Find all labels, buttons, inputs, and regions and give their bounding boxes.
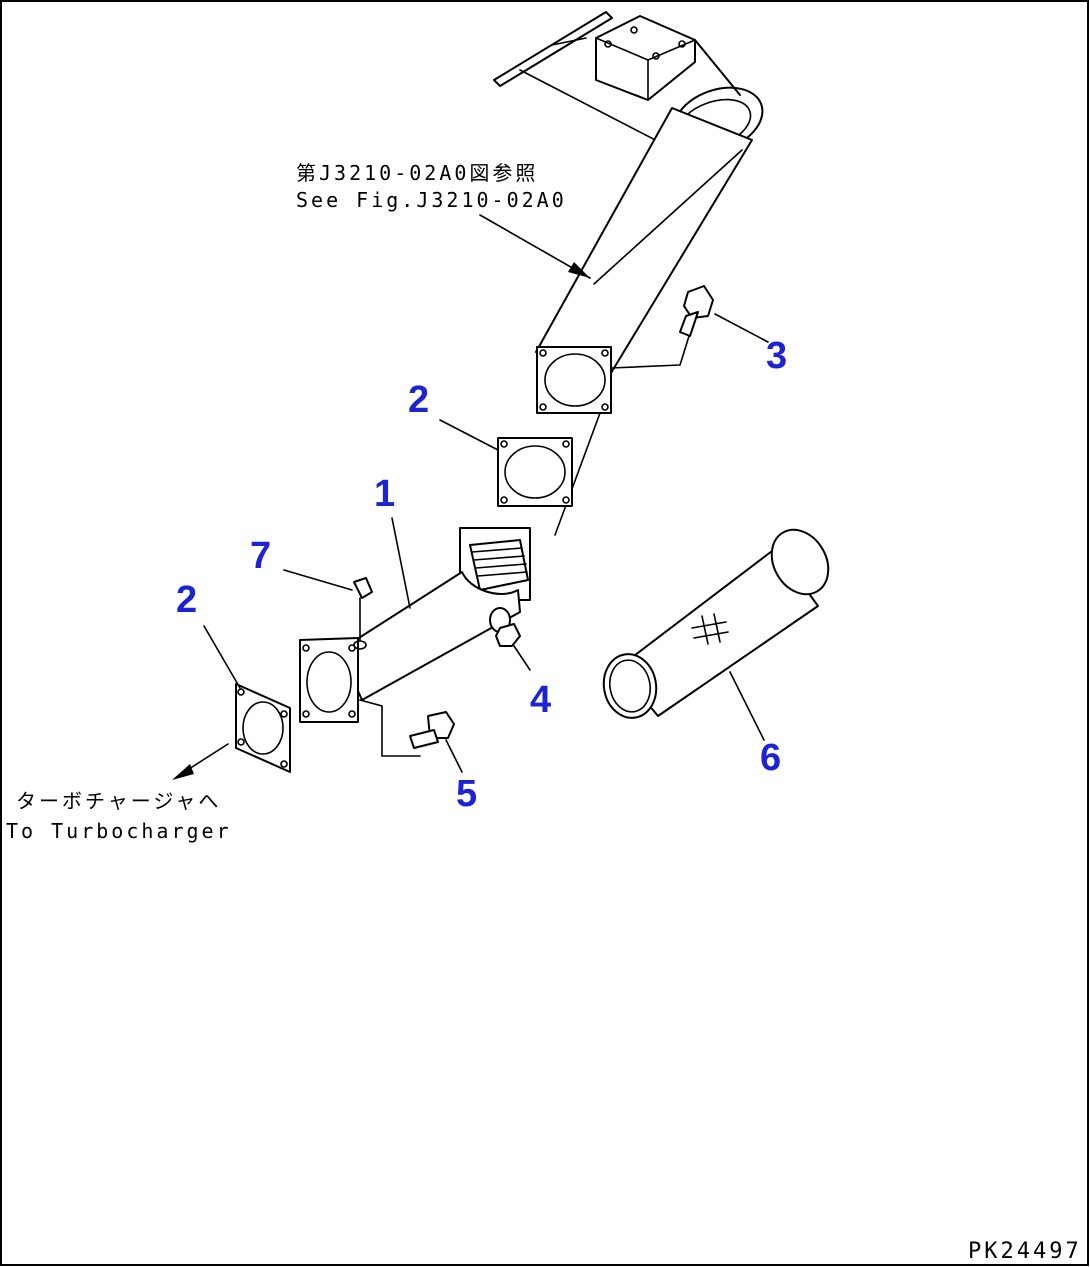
nut-icon (495, 623, 521, 647)
turbocharger-note: ターボチャージャへ To Turbocharger (6, 743, 232, 843)
gasket-lower-icon (235, 683, 291, 773)
callout-6: 6 (760, 737, 781, 779)
callout-5: 5 (456, 773, 477, 815)
reference-note: 第J3210-02A0図参照 See Fig.J3210-02A0 (296, 161, 591, 279)
see-fig-jp-text: 第J3210-02A0図参照 (296, 161, 538, 185)
pipe-body (535, 107, 753, 379)
to-turbo-en-text: To Turbocharger (6, 819, 232, 843)
see-fig-en-text: See Fig.J3210-02A0 (296, 188, 567, 212)
callout-2-lower: 2 (176, 579, 197, 621)
bolt-head-icon (683, 285, 714, 319)
part-4-nut (495, 623, 531, 671)
callout-4: 4 (530, 679, 551, 721)
upper-flange (536, 346, 612, 414)
cover-mark (691, 613, 729, 645)
mounting-bracket (595, 15, 696, 101)
part-6-cover (602, 528, 830, 741)
mounting-rod (493, 11, 613, 87)
part-5-bolt (409, 711, 463, 773)
callout-3: 3 (766, 335, 787, 377)
callout-7: 7 (250, 535, 271, 577)
upper-exhaust-pipe (493, 11, 764, 536)
to-turbo-jp-text: ターボチャージャへ (16, 789, 221, 813)
drawing-code: PK24497 (968, 1239, 1082, 1264)
part-7-plug (283, 569, 373, 650)
callout-1: 1 (374, 473, 395, 515)
part-2-upper-gasket (439, 419, 573, 507)
part-1-pipe (299, 517, 531, 757)
part-2-lower-gasket (203, 625, 291, 773)
plug-icon (353, 577, 373, 599)
callout-2-upper: 2 (408, 379, 429, 421)
pipe-1-body (339, 571, 521, 701)
part-3-bolt (679, 285, 769, 343)
gasket-icon (497, 437, 573, 507)
